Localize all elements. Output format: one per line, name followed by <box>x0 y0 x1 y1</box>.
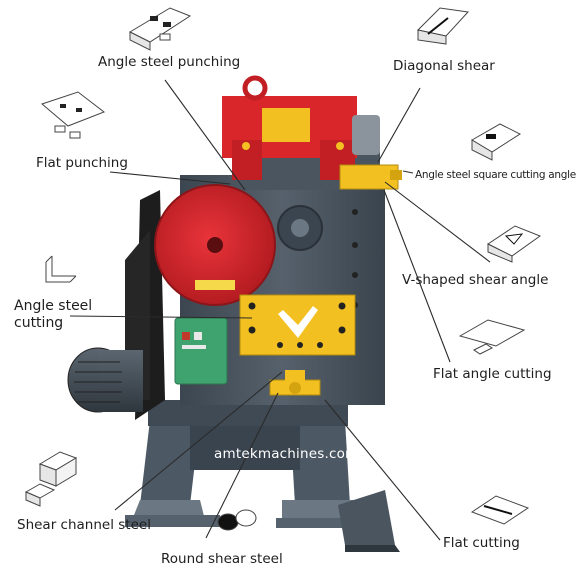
leader-flat-angle-cutting <box>383 189 451 363</box>
leader-diagonal-shear <box>377 87 421 163</box>
machine-base <box>125 400 372 528</box>
flat-cutting-icon <box>470 495 530 525</box>
ironworker-machine <box>67 75 402 552</box>
yellow-cutting-plate <box>239 294 356 356</box>
leader-lines <box>69 79 491 541</box>
operation-icons <box>24 7 542 531</box>
label-shear-channel-steel: Shear channel steel <box>17 517 151 533</box>
label-flat-punching: Flat punching <box>36 155 128 171</box>
label-round-shear-steel: Round shear steel <box>161 551 283 567</box>
flat-angle-cutting-icon <box>458 319 526 355</box>
electric-motor <box>67 347 143 413</box>
flat-punching-icon <box>40 91 106 139</box>
shear-channel-steel-icon <box>24 451 78 507</box>
angle-steel-square-cutting-angle-icon <box>471 123 522 161</box>
angle-shear-bracket <box>339 164 402 190</box>
lifting-ring <box>242 75 268 101</box>
channel-steel-sample <box>338 490 400 552</box>
label-angle-steel-cutting: Angle steel cutting <box>14 298 93 331</box>
label-angle-steel-punching: Angle steel punching <box>98 54 241 70</box>
v-blade <box>278 306 318 338</box>
label-flat-angle-cutting: Flat angle cutting <box>433 366 552 382</box>
label-flat-cutting: Flat cutting <box>443 535 520 551</box>
leader-v-shaped-shear-angle <box>384 181 491 263</box>
round-shear-fixture <box>269 370 321 396</box>
leader-flat-punching <box>109 171 231 185</box>
warning-label <box>262 108 310 142</box>
watermark-text: amtekmachines.com <box>214 446 359 462</box>
angle-steel-cutting-icon <box>45 255 77 283</box>
leader-square-cutting-angle <box>402 170 414 174</box>
label-diagonal-shear: Diagonal shear <box>393 58 495 74</box>
control-box <box>174 317 228 385</box>
leader-angle-steel-cutting <box>69 315 253 319</box>
red-flywheel <box>154 184 276 306</box>
flywheel-plate <box>195 280 235 290</box>
label-v-shaped-shear-angle: V-shaped shear angle <box>402 272 549 288</box>
red-top-housing <box>222 75 380 180</box>
side-cylinder <box>352 115 380 155</box>
round-shear-steel-icon <box>217 509 257 531</box>
angle-steel-punching-icon <box>128 7 192 51</box>
leader-round-shear-steel <box>205 392 279 539</box>
label-angle-steel-square-cutting-angle: Angle steel square cutting angle <box>415 169 576 181</box>
leader-shear-channel-steel <box>114 371 283 511</box>
leader-flat-cutting <box>324 399 441 541</box>
leader-angle-steel-punching <box>164 79 246 191</box>
v-shaped-shear-angle-icon <box>487 225 542 263</box>
diagonal-shear-icon <box>416 7 470 45</box>
